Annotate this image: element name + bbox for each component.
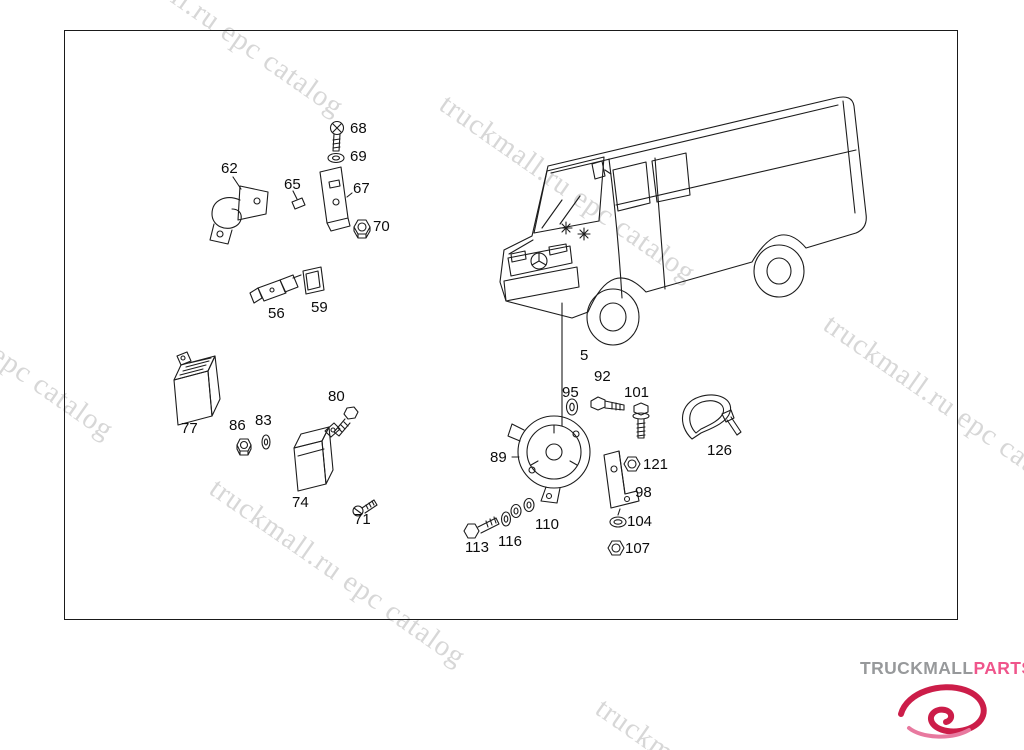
part-86-nut xyxy=(236,438,252,456)
part-label-95: 95 xyxy=(562,384,579,401)
part-label-126: 126 xyxy=(707,442,733,459)
logo-accent-text: PARTS xyxy=(973,658,1024,678)
part-label-107: 107 xyxy=(625,540,651,557)
part-59-plate xyxy=(302,266,325,295)
part-label-101: 101 xyxy=(624,384,650,401)
part-92-bolt xyxy=(590,396,625,411)
part-62-bracket xyxy=(209,185,269,245)
part-label-104: 104 xyxy=(627,513,653,530)
part-95-washer xyxy=(565,398,579,416)
part-label-67: 67 xyxy=(353,180,370,197)
part-116-washer xyxy=(500,511,512,527)
part-label-80: 80 xyxy=(328,388,345,405)
part-70-nut xyxy=(353,219,371,239)
part-label-56: 56 xyxy=(268,305,285,322)
truckmall-logo: TRUCKMALLPARTS xyxy=(860,658,1024,679)
part-label-5: 5 xyxy=(580,347,589,364)
part-label-116: 116 xyxy=(498,533,522,550)
part-67-plate xyxy=(319,166,351,232)
diagram-frame xyxy=(64,30,958,620)
part-113-bolt xyxy=(463,516,500,539)
part-121-nut xyxy=(623,456,641,472)
part-56-switch xyxy=(249,274,302,304)
part-label-70: 70 xyxy=(373,218,390,235)
part-label-68: 68 xyxy=(350,120,367,137)
part-label-83: 83 xyxy=(255,412,272,429)
part-label-71: 71 xyxy=(354,511,371,528)
part-126-cable-tie xyxy=(682,394,742,440)
part-74-relay xyxy=(293,422,341,492)
part-107-nut xyxy=(607,540,625,556)
part-label-89: 89 xyxy=(490,449,507,466)
part-label-65: 65 xyxy=(284,176,301,193)
part-110-washers xyxy=(510,497,535,519)
part-98-bracket xyxy=(603,450,640,509)
part-68-screw xyxy=(329,120,345,152)
part-label-92: 92 xyxy=(594,368,611,385)
part-label-77: 77 xyxy=(181,420,198,437)
part-label-98: 98 xyxy=(635,484,652,501)
part-label-113: 113 xyxy=(465,539,489,556)
part-77-control-module xyxy=(173,351,221,426)
part-89-horn xyxy=(507,415,591,504)
part-83-washer xyxy=(261,434,271,450)
logo-brand-text: TRUCKMALL xyxy=(860,658,974,678)
truckmall-swirl-logo-icon xyxy=(898,684,987,739)
part-65-pin xyxy=(291,197,306,210)
part-label-110: 110 xyxy=(535,516,559,533)
part-71-screw xyxy=(352,499,378,517)
part-104-washer xyxy=(609,516,627,528)
part-label-74: 74 xyxy=(292,494,309,511)
part-label-62: 62 xyxy=(221,160,238,177)
part-80-bolt xyxy=(333,406,359,437)
part-101-bolt xyxy=(632,402,650,439)
part-69-washer xyxy=(327,152,345,164)
part-label-59: 59 xyxy=(311,299,328,316)
mercedes-van-outline-icon xyxy=(499,96,867,346)
part-label-121: 121 xyxy=(643,456,669,473)
part-label-86: 86 xyxy=(229,417,246,434)
location-asterisk-marks xyxy=(559,221,591,241)
part-label-69: 69 xyxy=(350,148,367,165)
